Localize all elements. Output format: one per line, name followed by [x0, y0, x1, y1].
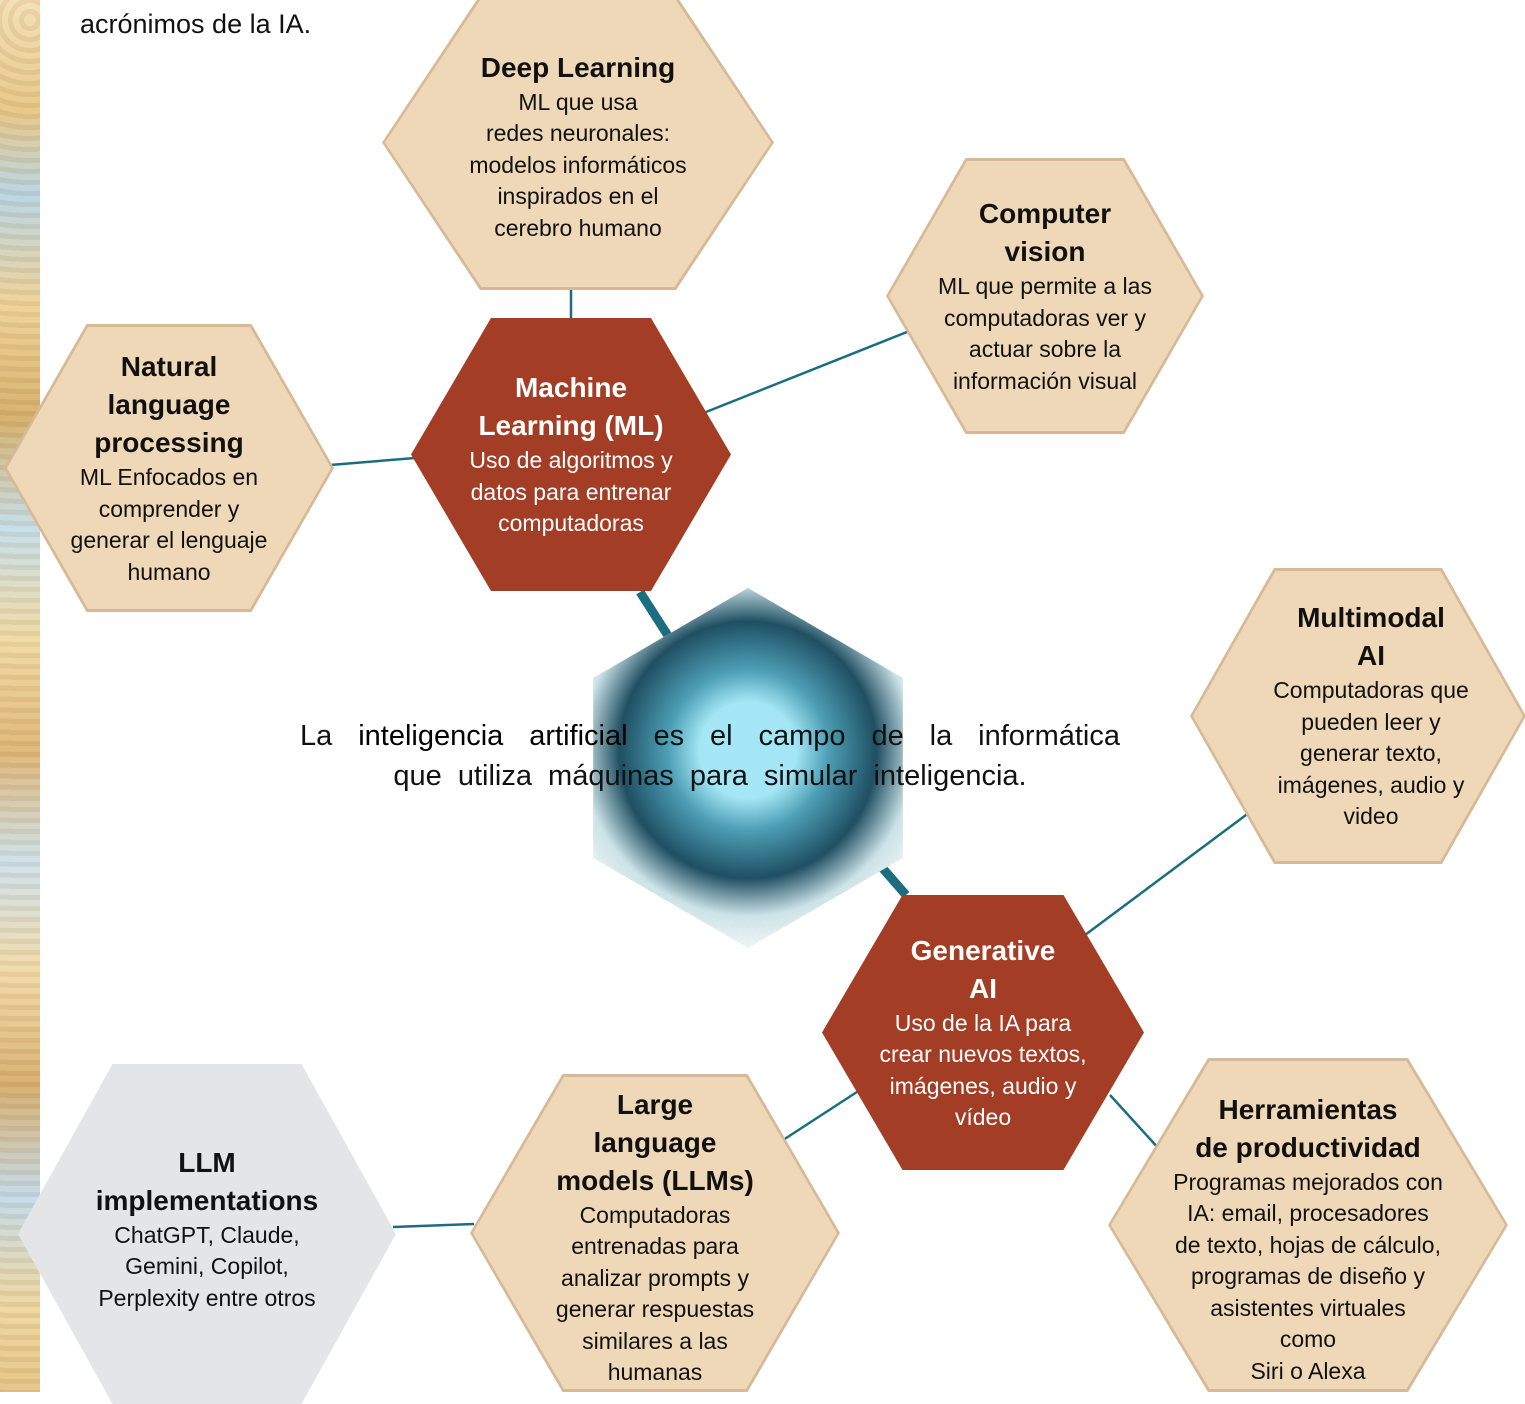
- node-title: AI: [1357, 640, 1385, 672]
- link-llms-impl: [392, 1222, 475, 1229]
- central-line-1: La inteligencia artificial es el campo d…: [300, 716, 1120, 756]
- node-title: LLM: [178, 1146, 236, 1178]
- node-title: processing: [94, 427, 244, 458]
- link-ml-cv: [705, 328, 913, 414]
- node-desc-line: información visual: [952, 367, 1138, 394]
- node-title: Large: [616, 1088, 694, 1120]
- node-desc-line: entrenadas para: [571, 1233, 739, 1259]
- node-desc-line: imágenes, audio y: [1277, 771, 1465, 798]
- node-large-language-models: Large language models (LLMs) Computadora…: [470, 1074, 840, 1392]
- node-desc-line: Gemini, Copilot,: [125, 1253, 289, 1280]
- node-title: Deep Learning: [480, 51, 676, 83]
- node-title: Multimodal: [1297, 602, 1445, 634]
- node-desc-line: cerebro humano: [494, 214, 662, 241]
- node-desc-line: modelos informáticos: [469, 151, 687, 178]
- node-desc-line: Computadoras: [579, 1201, 731, 1228]
- node-title: Herramientas: [1218, 1093, 1398, 1125]
- node-desc-line: como: [1279, 1326, 1337, 1353]
- node-title: language: [107, 389, 231, 420]
- node-title: Machine: [514, 372, 628, 404]
- node-desc-line: computadoras ver y: [944, 304, 1146, 331]
- central-prefix: La: [300, 720, 333, 752]
- node-title: language: [593, 1126, 717, 1158]
- node-desc-line: de texto, hojas de cálculo,: [1175, 1231, 1441, 1258]
- node-desc-line: analizar prompts y: [561, 1264, 749, 1291]
- node-title: Natural: [120, 351, 218, 382]
- central-highlight: inteligencia artificial: [358, 720, 628, 752]
- link-ml-nlp: [329, 456, 416, 467]
- node-desc-line: datos para entrenar: [470, 478, 672, 505]
- central-line-2: que utiliza máquinas para simular inteli…: [393, 760, 1027, 792]
- node-desc-line: Perplexity entre otros: [98, 1284, 316, 1311]
- node-desc-line: generar texto,: [1300, 740, 1442, 767]
- node-desc-line: pueden leer y: [1301, 708, 1441, 735]
- node-desc-line: Uso de la IA para: [894, 1009, 1072, 1036]
- decorative-left-strip: [0, 0, 40, 1392]
- node-desc-line: generar el lenguaje: [70, 527, 268, 553]
- node-desc-line: ML que permite a las: [938, 273, 1152, 299]
- node-title: Generative: [910, 934, 1056, 966]
- node-desc-line: ChatGPT, Claude,: [114, 1221, 300, 1248]
- node-desc-line: actuar sobre la: [968, 336, 1122, 362]
- node-desc-line: Computadoras que: [1273, 677, 1469, 704]
- node-desc-line: asistentes virtuales: [1210, 1294, 1406, 1321]
- node-desc-line: humanas: [607, 1359, 703, 1385]
- node-desc-line: computadoras: [498, 510, 644, 537]
- link-gen-productivity: [1109, 1094, 1161, 1151]
- node-desc-line: programas de diseño y: [1191, 1263, 1425, 1290]
- node-title: Learning (ML): [478, 410, 664, 442]
- node-desc-line: video: [1343, 803, 1399, 830]
- node-desc-line: redes neuronales:: [485, 120, 671, 147]
- node-title: de productividad: [1195, 1131, 1421, 1163]
- node-title: Computer: [978, 198, 1112, 229]
- node-desc-line: generar respuestas: [555, 1296, 755, 1322]
- node-title: models (LLMs): [556, 1164, 754, 1196]
- node-desc-line: Siri o Alexa: [1250, 1357, 1366, 1384]
- node-desc-line: similares a las: [582, 1327, 728, 1354]
- node-desc-line: comprender y: [98, 495, 240, 522]
- node-desc-line: ML Enfocados en: [79, 464, 259, 490]
- node-desc-line: IA: email, procesadores: [1187, 1200, 1429, 1227]
- intro-text: acrónimos de la IA.: [80, 9, 312, 39]
- node-desc-line: inspirados en el: [497, 183, 659, 210]
- node-title: vision: [1004, 236, 1086, 267]
- central-line1-rest: es el campo de la informática: [653, 720, 1120, 752]
- link-gen-llms: [779, 1088, 861, 1144]
- central-definition: La inteligencia artificial es el campo d…: [300, 716, 1120, 796]
- node-desc-line: imágenes, audio y: [889, 1072, 1077, 1099]
- node-title: AI: [968, 972, 997, 1004]
- node-desc-line: Uso de algoritmos y: [469, 447, 673, 474]
- node-nlp: Natural language processing ML Enfocados…: [4, 324, 334, 612]
- node-desc-line: crear nuevos textos,: [879, 1041, 1087, 1067]
- node-desc-line: Programas mejorados con: [1173, 1168, 1443, 1195]
- node-desc-line: ML que usa: [518, 88, 638, 115]
- node-desc-line: humano: [127, 558, 211, 585]
- node-computer-vision: Computer vision ML que permite a las com…: [886, 158, 1204, 434]
- link-gen-multimodal: [1084, 810, 1251, 937]
- node-title: implementations: [95, 1184, 319, 1216]
- node-desc-line: vídeo: [954, 1104, 1012, 1130]
